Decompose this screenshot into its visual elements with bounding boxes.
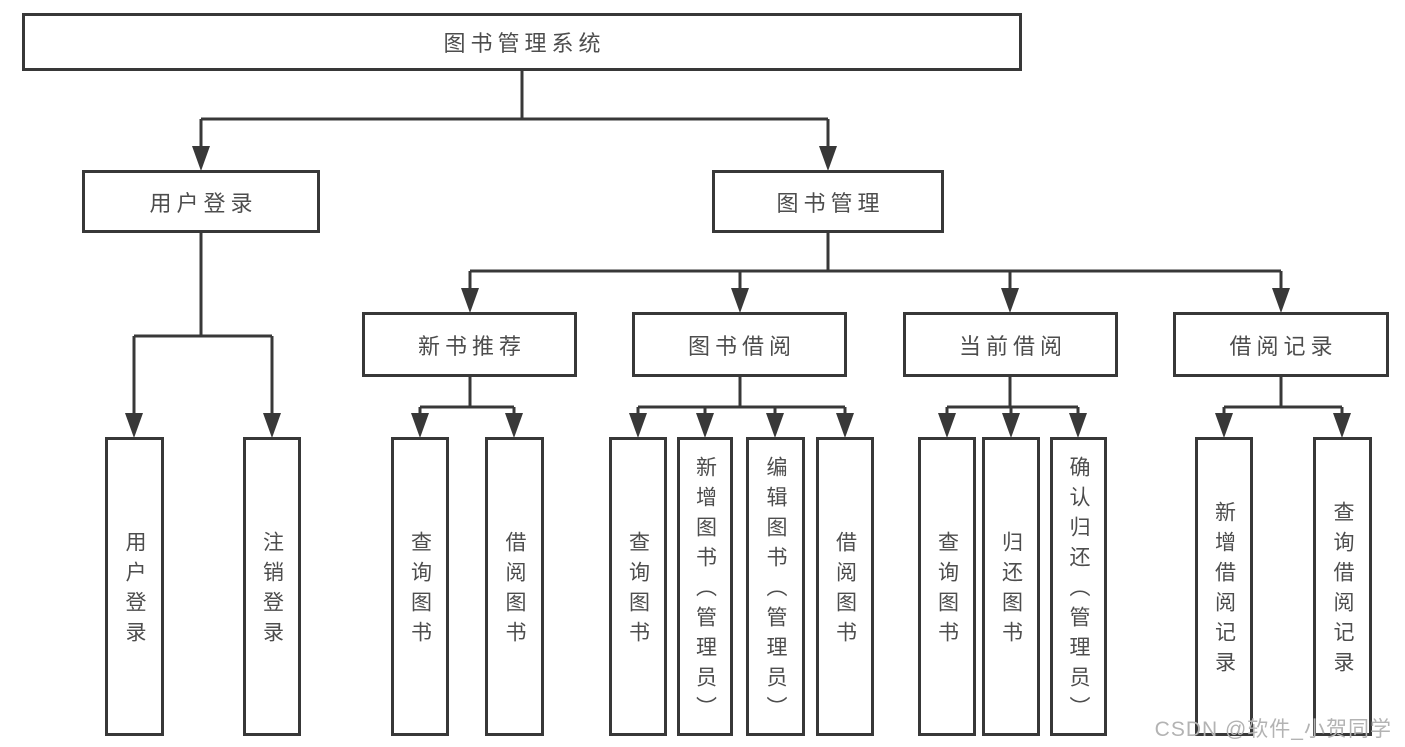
node-label: 查询图书 <box>408 531 432 651</box>
node-new-book-recommendation: 新书推荐 <box>362 312 577 377</box>
node-label: 新书推荐 <box>417 333 526 359</box>
node-library-management-system: 图书管理系统 <box>22 13 1022 71</box>
leaf-edit-books-admin: 编辑图书（管理员） <box>746 437 805 736</box>
node-label: 查询借阅记录 <box>1331 501 1354 681</box>
node-label: 确认归还（管理员） <box>1067 456 1090 726</box>
leaf-query-books-recommend: 查询图书 <box>391 437 449 736</box>
node-book-management: 图书管理 <box>712 170 944 233</box>
node-label: 用户登录 <box>123 531 146 651</box>
node-label: 用户登录 <box>149 190 258 216</box>
leaf-user-login: 用户登录 <box>105 437 164 736</box>
node-label: 编辑图书（管理员） <box>764 456 787 726</box>
node-borrowing-records: 借阅记录 <box>1173 312 1389 377</box>
node-label: 归还图书 <box>999 531 1023 651</box>
node-user-login: 用户登录 <box>82 170 320 233</box>
node-label: 图书借阅 <box>687 333 796 359</box>
node-label: 查询图书 <box>935 531 959 651</box>
node-label: 新增借阅记录 <box>1212 501 1236 681</box>
node-label: 图书管理 <box>776 190 885 216</box>
node-label: 查询图书 <box>626 531 650 651</box>
node-label: 借阅图书 <box>833 531 857 651</box>
leaf-query-borrow-record: 查询借阅记录 <box>1313 437 1372 736</box>
node-label: 借阅记录 <box>1229 333 1338 359</box>
csdn-watermark: CSDN @软件_小贺同学 <box>1154 718 1392 741</box>
leaf-logout: 注销登录 <box>243 437 301 736</box>
node-label: 图书管理系统 <box>443 31 606 56</box>
leaf-query-books-current: 查询图书 <box>918 437 976 736</box>
node-label: 当前借阅 <box>958 333 1067 359</box>
node-current-borrowing: 当前借阅 <box>903 312 1118 377</box>
leaf-return-books: 归还图书 <box>982 437 1040 736</box>
leaf-add-books-admin: 新增图书（管理员） <box>677 437 733 736</box>
leaf-query-books-borrowing: 查询图书 <box>609 437 667 736</box>
node-label: 注销登录 <box>260 531 284 651</box>
leaf-confirm-return-admin: 确认归还（管理员） <box>1050 437 1107 736</box>
leaf-borrow-books-recommend: 借阅图书 <box>485 437 544 736</box>
node-label: 借阅图书 <box>503 531 526 651</box>
leaf-borrow-books: 借阅图书 <box>816 437 874 736</box>
leaf-add-borrow-record: 新增借阅记录 <box>1195 437 1253 736</box>
node-book-borrowing: 图书借阅 <box>632 312 847 377</box>
node-label: 新增图书（管理员） <box>693 456 717 726</box>
